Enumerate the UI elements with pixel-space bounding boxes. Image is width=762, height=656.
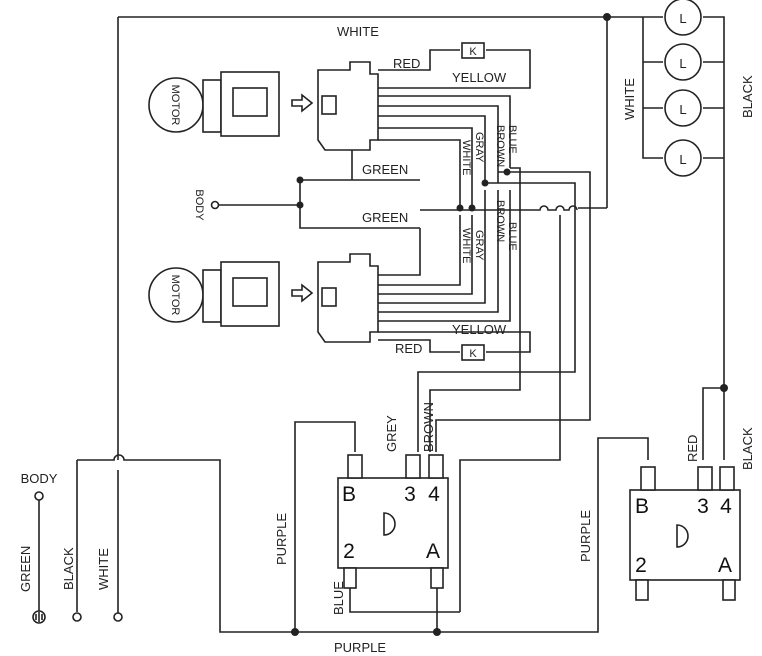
label-brown-top: BROWN bbox=[494, 125, 506, 167]
svg-text:4: 4 bbox=[720, 495, 732, 518]
label-black-plug: BLACK bbox=[61, 547, 76, 590]
wire-labels: WHITE RED YELLOW GREEN GREEN YELLOW RED … bbox=[18, 24, 755, 655]
label-gray-bottom: GRAY bbox=[473, 230, 485, 261]
lamp-3: L bbox=[664, 89, 702, 127]
svg-text:L: L bbox=[679, 102, 686, 117]
svg-text:A: A bbox=[718, 554, 732, 577]
label-purple-bottom: PURPLE bbox=[334, 640, 386, 655]
svg-text:MOTOR: MOTOR bbox=[169, 275, 181, 316]
svg-text:MOTOR: MOTOR bbox=[169, 85, 181, 126]
label-white-motor-top: WHITE bbox=[460, 140, 472, 175]
body-terminal-left: BODY bbox=[21, 471, 58, 501]
label-purple-left: PURPLE bbox=[274, 513, 289, 565]
ground-symbol bbox=[32, 610, 46, 624]
label-green-bottom: GREEN bbox=[362, 210, 408, 225]
motor-top: MOTOR bbox=[148, 61, 379, 151]
label-white-plug: WHITE bbox=[96, 548, 111, 590]
lamps: L L L L bbox=[664, 0, 702, 177]
junction-dots bbox=[291, 13, 728, 636]
label-grey-switch: GREY bbox=[384, 415, 399, 452]
label-gray-top: GRAY bbox=[473, 132, 485, 163]
thermal-fuse-bottom: K bbox=[461, 344, 485, 361]
svg-text:L: L bbox=[679, 11, 686, 26]
thermal-fuse-top: K bbox=[461, 42, 485, 59]
svg-text:4: 4 bbox=[428, 483, 440, 506]
label-red-top: RED bbox=[393, 56, 420, 71]
label-purple-right: PURPLE bbox=[578, 510, 593, 562]
label-white-lamps: WHITE bbox=[622, 78, 637, 120]
lamp-1: L bbox=[664, 0, 702, 36]
svg-text:K: K bbox=[469, 348, 477, 360]
plug-terminals bbox=[72, 612, 123, 622]
switch-right: B 3 4 2 A bbox=[629, 466, 741, 601]
label-yellow-bottom: YELLOW bbox=[452, 322, 507, 337]
svg-text:2: 2 bbox=[343, 540, 355, 563]
motor-bottom: MOTOR bbox=[148, 253, 379, 343]
label-white-top: WHITE bbox=[337, 24, 379, 39]
label-blue-top: BLUE bbox=[506, 125, 518, 154]
label-brown-bottom: BROWN bbox=[494, 200, 506, 242]
label-black-lamps: BLACK bbox=[740, 75, 755, 118]
switch-left: B 3 4 2 A bbox=[337, 454, 449, 589]
lamp-2: L bbox=[664, 43, 702, 81]
label-blue-switch: BLUE bbox=[331, 581, 346, 615]
svg-text:L: L bbox=[679, 56, 686, 71]
wires bbox=[38, 16, 725, 633]
svg-text:3: 3 bbox=[697, 495, 709, 518]
label-green-top: GREEN bbox=[362, 162, 408, 177]
body-terminal-mid: BODY bbox=[193, 189, 220, 221]
label-green-ground: GREEN bbox=[18, 546, 33, 592]
label-red-bottom: RED bbox=[395, 341, 422, 356]
label-blue-bottom: BLUE bbox=[506, 222, 518, 251]
svg-text:3: 3 bbox=[404, 483, 416, 506]
label-brown-switch: BROWN bbox=[421, 402, 436, 452]
svg-text:L: L bbox=[679, 152, 686, 167]
lamp-4: L bbox=[664, 139, 702, 177]
svg-text:BODY: BODY bbox=[21, 471, 58, 486]
label-black-switch: BLACK bbox=[740, 427, 755, 470]
svg-text:K: K bbox=[469, 46, 477, 58]
svg-text:B: B bbox=[342, 483, 356, 506]
label-red-switch: RED bbox=[685, 435, 700, 462]
svg-text:B: B bbox=[635, 495, 649, 518]
svg-text:A: A bbox=[426, 540, 440, 563]
svg-text:BODY: BODY bbox=[193, 189, 205, 221]
label-yellow-top: YELLOW bbox=[452, 70, 507, 85]
svg-text:2: 2 bbox=[635, 554, 647, 577]
label-white-motor-bottom: WHITE bbox=[460, 228, 472, 263]
